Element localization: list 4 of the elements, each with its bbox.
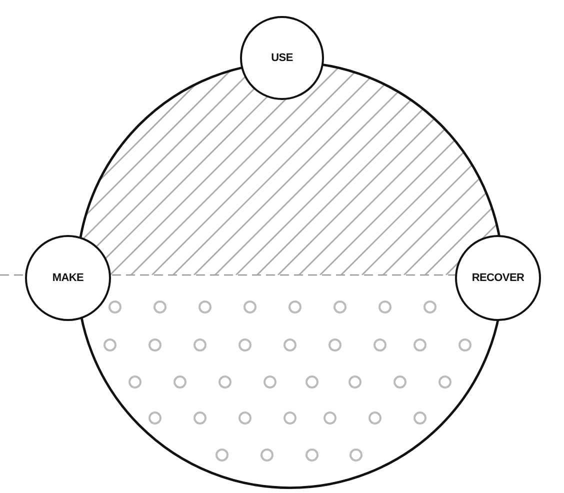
stage-label: MAKE: [52, 272, 84, 284]
stage-label: RECOVER: [472, 272, 524, 284]
stage-label: USE: [271, 52, 293, 64]
stage-circle: [240, 16, 324, 100]
